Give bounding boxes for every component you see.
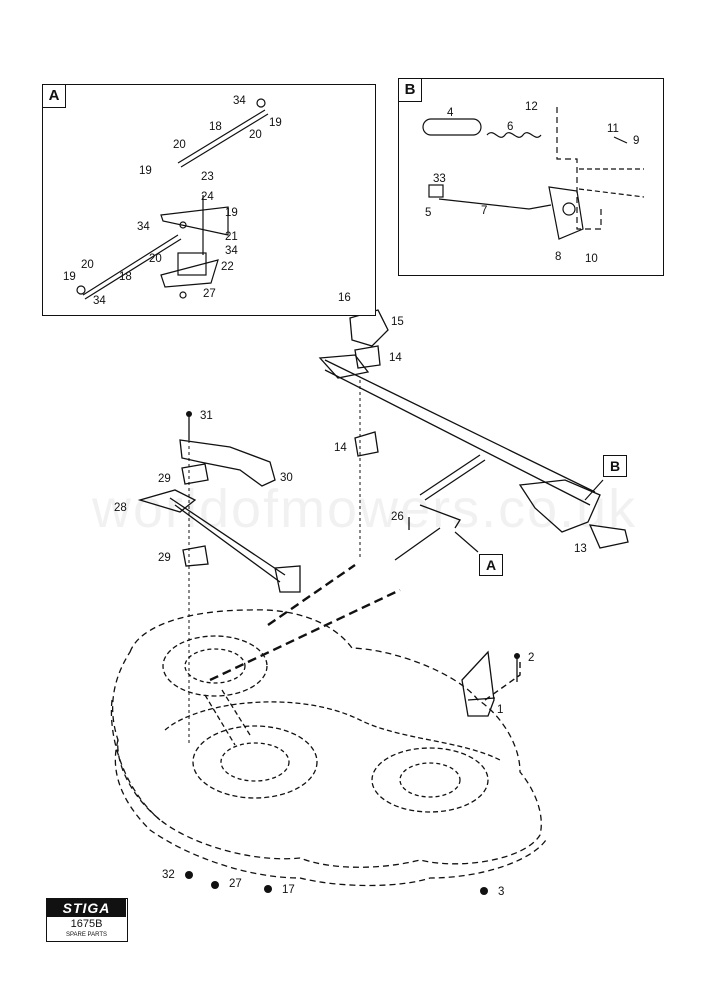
part-label: 13 <box>574 543 587 555</box>
callout-b: B <box>603 455 627 477</box>
inset-a-label: 20 <box>249 129 262 141</box>
lever-b <box>518 479 601 533</box>
part-label: 30 <box>280 472 293 484</box>
inset-a-label: 18 <box>209 121 222 133</box>
part-label: 32 <box>162 869 175 881</box>
inset-b-label: 11 <box>607 123 619 135</box>
part-label: 29 <box>158 552 171 564</box>
inset-a-label: 19 <box>269 117 282 129</box>
inset-a-label: 22 <box>221 261 234 273</box>
part-label: 27 <box>229 878 242 890</box>
part-label: 31 <box>200 410 213 422</box>
part-label: 14 <box>389 352 402 364</box>
callout-a: A <box>479 554 503 576</box>
inset-b-label: 4 <box>447 107 454 119</box>
inset-a-drawing <box>76 98 269 300</box>
inset-b-label: 8 <box>555 251 562 263</box>
inset-a-label: 19 <box>225 207 238 219</box>
inset-a: A 34 18 19 20 20 19 23 24 19 34 21 20 <box>42 84 376 316</box>
inset-b-label: 33 <box>433 173 446 185</box>
inset-b-label: 5 <box>425 207 432 219</box>
inset-b-label: 12 <box>525 101 538 113</box>
part-label: 14 <box>334 442 347 454</box>
logo-subtitle: SPARE PARTS <box>65 932 107 938</box>
part-label: 29 <box>158 473 171 485</box>
inset-b-label: 6 <box>507 121 514 133</box>
inset-b-label: 9 <box>633 135 640 147</box>
inset-a-label: 27 <box>203 288 216 300</box>
inset-b-tag: B <box>399 79 422 102</box>
inset-a-label: 34 <box>93 295 106 307</box>
center-spindle-ring <box>192 725 318 799</box>
inset-a-label: 18 <box>119 271 132 283</box>
stiga-logo: STIGA 1675B SPARE PARTS <box>46 898 128 942</box>
inset-b-drawing <box>422 107 645 240</box>
height-sector-1 <box>461 650 495 717</box>
part-label: 17 <box>282 884 295 896</box>
inset-a-label: 21 <box>225 231 238 243</box>
lift-rod-28 <box>169 497 286 583</box>
right-spindle-ring <box>371 747 489 813</box>
inset-a-label: 24 <box>201 191 214 203</box>
part-label: 2 <box>528 652 535 664</box>
part-label: 28 <box>114 502 127 514</box>
inset-a-label: 20 <box>173 139 186 151</box>
part-label: 3 <box>498 886 505 898</box>
diagram-code: 1675B <box>70 918 103 930</box>
inset-a-label: 34 <box>233 95 246 107</box>
left-spindle-ring <box>162 635 268 697</box>
inset-a-tag: A <box>43 85 66 108</box>
inset-b-label: 7 <box>481 205 488 217</box>
inset-b-label: 10 <box>585 253 598 265</box>
inset-a-label: 23 <box>201 171 214 183</box>
bracket-30 <box>179 439 276 487</box>
inset-a-label: 20 <box>149 253 162 265</box>
logo-brand: STIGA <box>47 899 126 917</box>
part-label: 15 <box>391 316 404 328</box>
inset-a-label: 19 <box>139 165 152 177</box>
inset-a-label: 34 <box>225 245 238 257</box>
deck-outline <box>112 609 542 868</box>
part-label: 16 <box>338 292 351 304</box>
inset-a-label: 34 <box>137 221 150 233</box>
part-label: 26 <box>391 511 404 523</box>
part-label: 1 <box>497 704 504 716</box>
inset-a-label: 20 <box>81 259 94 271</box>
watermark: worldofmowers.co.uk <box>92 479 638 539</box>
inset-a-label: 19 <box>63 271 76 283</box>
deck-skirt <box>114 739 547 887</box>
inset-b: B 12 4 6 11 9 33 5 7 8 10 <box>398 78 664 276</box>
